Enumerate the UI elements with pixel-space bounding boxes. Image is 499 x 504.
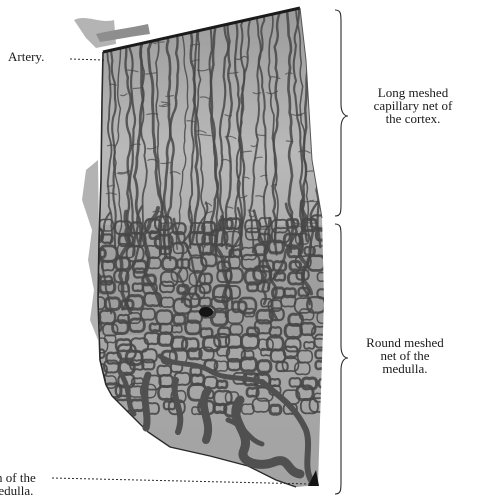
capillary-segment: [309, 100, 319, 102]
medulla-brace: [335, 224, 348, 494]
cortex-brace: [335, 10, 348, 216]
artery-cross-section: [199, 307, 213, 317]
capillary-segment: [88, 375, 105, 388]
cortex-label-line3: the cortex.: [349, 112, 477, 125]
capillary-segment: [161, 102, 168, 103]
medulla-label-line3: medulla.: [349, 362, 461, 375]
capillary-segment: [286, 141, 292, 142]
capillary-segment: [90, 388, 108, 404]
artery-leader-line: [70, 59, 104, 60]
capillary-segment: [104, 404, 120, 417]
medulla-label: Round meshed net of the medulla.: [349, 336, 461, 375]
artery-label: Artery.: [8, 50, 44, 63]
capillary-segment: [108, 145, 115, 146]
cortex-label: Long meshed capillary net of the cortex.: [349, 86, 477, 125]
vein-label: n of the edulla.: [0, 471, 36, 497]
capillary-segment: [89, 398, 103, 410]
vein-label-line2: edulla.: [0, 484, 36, 497]
